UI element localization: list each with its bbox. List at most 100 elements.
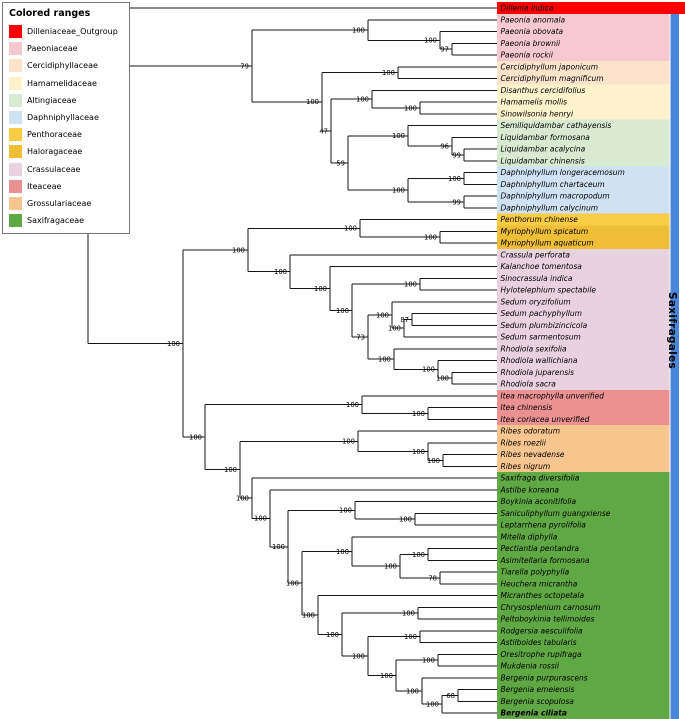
legend-item: Crassulaceae — [9, 162, 124, 176]
tip-label: Mukdenia rossii — [501, 662, 560, 671]
bootstrap-value: 97 — [440, 46, 449, 54]
tip-label: Rhodiola sacra — [501, 380, 557, 389]
tip-label: Kalanchoe tomentosa — [501, 262, 583, 271]
tip-range — [497, 495, 670, 508]
bootstrap-value: 100 — [346, 401, 359, 409]
bootstrap-value: 100 — [404, 633, 417, 641]
legend-label: Haloragaceae — [27, 147, 83, 157]
tip-label: Cercidiphyllum magnificum — [501, 74, 604, 83]
tip-range — [497, 225, 670, 238]
tip-label: Hamamelis mollis — [501, 98, 568, 107]
tip-range — [497, 436, 670, 449]
tip-range — [497, 354, 670, 367]
tip-range — [497, 131, 670, 144]
legend-item: Paeoniaceae — [9, 42, 124, 56]
tip-range — [497, 554, 670, 567]
tip-label: Rhodiola juparensis — [501, 368, 575, 377]
legend-item: Haloragaceae — [9, 145, 124, 159]
bootstrap-value: 100 — [302, 611, 315, 619]
tip-range — [497, 319, 670, 332]
tip-label: Sedum oryzifolium — [501, 297, 571, 306]
tip-label: Bergenia emeiensis — [501, 685, 575, 694]
legend-swatch-icon — [9, 128, 22, 142]
bootstrap-value: 100 — [412, 448, 425, 456]
tip-range — [497, 107, 670, 120]
tip-label: Sedum pachyphyllum — [501, 309, 582, 318]
tip-range — [497, 624, 670, 637]
legend-label: Crassulaceae — [27, 164, 81, 174]
legend-label: Iteaceae — [27, 181, 62, 191]
tip-label: Astilbe koreana — [500, 485, 560, 494]
bootstrap-value: 87 — [400, 316, 409, 324]
tip-range — [497, 166, 670, 179]
tip-range — [497, 178, 670, 191]
tip-range — [497, 401, 670, 414]
tip-range — [497, 331, 670, 343]
tip-label: Hylotelephium spectabile — [501, 286, 597, 295]
bootstrap-value: 100 — [422, 366, 435, 374]
legend-label: Penthoraceae — [27, 130, 82, 140]
bootstrap-value: 100 — [352, 652, 365, 660]
bootstrap-value: 100 — [412, 410, 425, 418]
tip-label: Pectiantia pentandra — [501, 544, 580, 553]
legend-swatch-icon — [9, 145, 22, 159]
legend-item: Saxifragaceae — [9, 214, 124, 228]
tip-label: Dillenia indica — [501, 4, 554, 13]
legend-swatch-icon — [9, 110, 22, 124]
tip-range — [497, 389, 670, 402]
bootstrap-value: 100 — [412, 551, 425, 559]
tip-label: Leptarrhena pyrolifolia — [501, 521, 587, 530]
bootstrap-value: 100 — [336, 307, 349, 315]
legend-item: Penthoraceae — [9, 128, 124, 142]
bootstrap-value: 100 — [378, 355, 391, 363]
tip-range — [497, 648, 670, 661]
bootstrap-value: 100 — [352, 26, 365, 34]
tip-range — [497, 272, 670, 285]
tip-range — [497, 2, 685, 14]
tip-range — [497, 566, 670, 578]
legend-item: Iteaceae — [9, 179, 124, 193]
bootstrap-value: 100 — [336, 548, 349, 556]
tip-label: Cercidiphyllum japonicum — [501, 62, 599, 71]
bootstrap-value: 100 — [232, 246, 245, 254]
tip-range — [497, 60, 670, 73]
tip-label: Daphniphyllum macropodum — [501, 192, 610, 201]
bootstrap-value: 100 — [404, 281, 417, 289]
legend-label: Cercidiphyllaceae — [27, 61, 98, 71]
bootstrap-value: 100 — [306, 98, 319, 106]
tip-label: Daphniphyllum longeracemosum — [501, 168, 625, 177]
tip-label: Bergenia ciliata — [501, 709, 567, 718]
legend-swatch-icon — [9, 179, 22, 193]
tip-range — [497, 295, 670, 308]
tip-range — [497, 636, 670, 649]
tip-range — [497, 49, 670, 61]
tip-range — [497, 483, 670, 496]
tip-range — [497, 601, 670, 614]
tip-range — [497, 213, 670, 226]
legend-label: Paeoniaceae — [27, 44, 78, 54]
tip-label: Ribes nigrum — [501, 462, 551, 471]
tip-range — [497, 448, 670, 461]
bootstrap-value: 100 — [380, 672, 393, 680]
bootstrap-value: 73 — [356, 333, 365, 341]
bootstrap-value: 100 — [424, 234, 437, 242]
bootstrap-value: 100 — [422, 657, 435, 665]
tip-label: Itea coriacea unverified — [501, 415, 590, 424]
bootstrap-value: 100 — [392, 132, 405, 140]
tip-range — [497, 671, 670, 684]
tip-label: Saniculiphyllum guangxiense — [501, 509, 611, 518]
tip-label: Daphniphyllum chartaceum — [501, 180, 605, 189]
tip-label: Myriophyllum spicatum — [501, 227, 589, 236]
bootstrap-value: 79 — [240, 62, 249, 70]
bootstrap-value: 100 — [399, 516, 412, 524]
tip-range — [497, 460, 670, 473]
tip-label: Paeonia brownii — [501, 39, 562, 48]
bootstrap-value: 100 — [167, 340, 180, 348]
bootstrap-value: 100 — [376, 311, 389, 319]
tip-range — [497, 190, 670, 202]
tip-label: Tiarella polyphylla — [501, 568, 570, 577]
tip-label: Ribes roezlii — [501, 438, 547, 447]
